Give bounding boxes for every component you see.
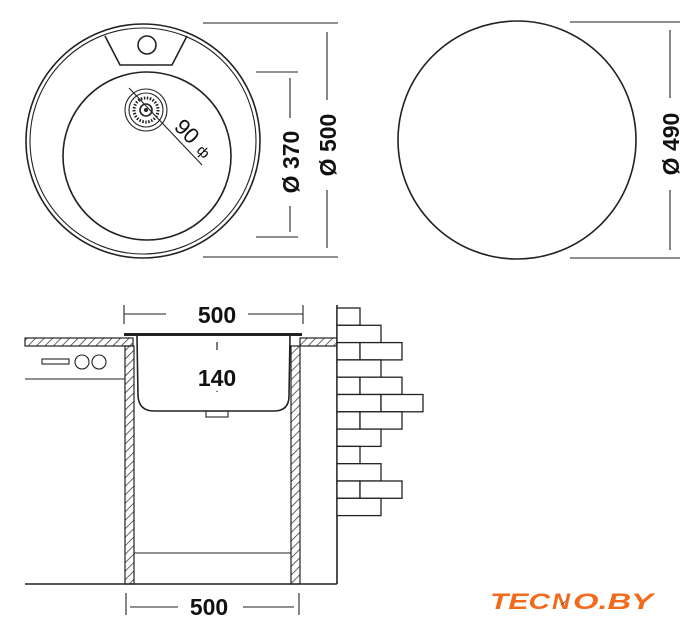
sink-outer-rim: [25, 23, 261, 259]
control-panel-icon: [41, 354, 107, 370]
faucet-hole: [137, 35, 157, 55]
brick: [336, 324, 382, 344]
depth-label-bg: [193, 363, 241, 391]
drain-diameter-symbol: ф: [194, 142, 213, 161]
cabinet-wall-left: [124, 345, 135, 585]
brick: [336, 445, 361, 465]
brick: [380, 393, 424, 413]
brick: [359, 411, 403, 430]
brick: [359, 341, 403, 361]
sink-flange: [124, 333, 302, 336]
drain-diameter-label: 90: [169, 114, 204, 149]
outer-diameter-label: Ø 500: [315, 114, 341, 177]
section-view: 500 140 500: [24, 302, 424, 620]
cutout-circle: [397, 20, 637, 260]
faucet-deck: [104, 35, 188, 66]
brand-logo: TEC N O.BY: [490, 586, 656, 622]
sink-inner-rim: [29, 27, 257, 255]
drain-leader-line: [128, 87, 203, 166]
bowl-diameter-label: Ø 370: [278, 131, 304, 194]
brick: [336, 428, 382, 448]
brick: [336, 307, 361, 326]
top-width-label: 500: [198, 302, 236, 328]
cabinet-width-label: 500: [190, 594, 228, 620]
sink-bowl: [62, 71, 232, 241]
lightning-bolt-icon: [545, 586, 579, 622]
cutout-diameter-label: Ø 490: [658, 113, 684, 176]
cabinet-wall-right: [290, 345, 301, 585]
logo-text-right: O.BY: [573, 589, 656, 614]
sink-top-view: 90 ф Ø 370 Ø 500: [25, 22, 341, 259]
cutout-view: Ø 490: [397, 20, 684, 260]
brick: [336, 376, 361, 396]
brick: [336, 497, 382, 517]
brick-wall: [336, 307, 424, 517]
drain-strainer-icon: [124, 88, 168, 132]
drain-outlet: [205, 410, 229, 418]
brick: [359, 376, 403, 396]
countertop-right: [299, 337, 338, 347]
brick: [336, 341, 361, 361]
brick: [336, 359, 382, 378]
depth-label: 140: [198, 365, 236, 391]
logo-text-left: TEC: [490, 589, 552, 614]
brick: [336, 393, 382, 413]
brick: [336, 480, 361, 499]
brick: [359, 480, 403, 499]
brick: [336, 411, 361, 430]
logo-letter-n: N: [552, 589, 571, 614]
brick: [336, 463, 382, 482]
countertop-left: [24, 337, 134, 347]
